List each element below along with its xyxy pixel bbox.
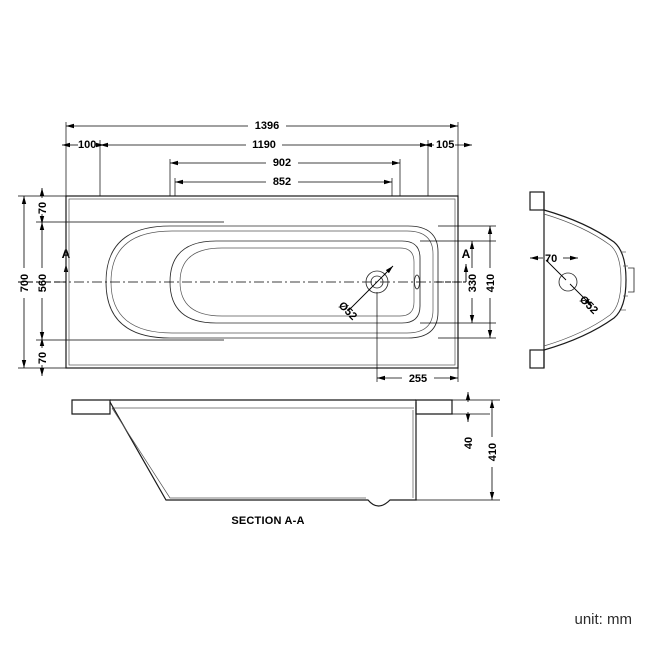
end-view-overflow-tab	[628, 267, 635, 293]
top-dimension-group: 1396 1190 100 105 902 852	[62, 118, 472, 196]
dim-label-top-rim-width: 70	[37, 202, 49, 214]
section-dim-label-40: 40	[463, 437, 475, 449]
end-view-top-flange	[529, 191, 545, 211]
section-basin-profile	[109, 401, 417, 507]
section-basin-inner-line	[111, 407, 366, 499]
section-right-flange	[415, 399, 453, 415]
dim-label-basin-base-length: 852	[273, 176, 291, 188]
dim-text-bg-902	[266, 155, 298, 169]
basin-inner-contour	[169, 240, 421, 324]
basin-outer-contour-2	[110, 230, 434, 334]
dim-text-bg-852	[266, 174, 298, 188]
dim-label-overall-length: 1396	[255, 120, 279, 132]
end-view-bottom-flange	[529, 349, 545, 369]
end-view-drain-leader-down	[569, 283, 593, 307]
dim-text-bg-1190	[246, 137, 282, 151]
dim-label-inner-width: 560	[37, 274, 49, 292]
bottom-dimension-group: 255	[377, 371, 458, 385]
section-view: 40 410 SECTION A-A	[71, 392, 500, 527]
section-marker-right: A	[462, 247, 471, 261]
end-view-dim-label-70: 70	[545, 253, 557, 265]
end-view-drain-label: Ø52	[577, 294, 600, 317]
section-left-flange	[71, 399, 111, 415]
end-view-body-profile	[543, 209, 627, 351]
dim-text-bg-330	[465, 268, 479, 298]
dim-label-overall-width: 700	[19, 274, 31, 292]
drain-leader-line	[383, 265, 394, 276]
dim-label-left-offset: 100	[78, 139, 96, 151]
dim-text-bg-700	[17, 268, 31, 298]
dim-label-bottom-rim-width: 70	[37, 352, 49, 364]
overflow-slot	[413, 274, 421, 290]
section-view-title: SECTION A-A	[231, 515, 304, 527]
drain-leader-tail	[348, 288, 371, 311]
basin-floor-contour	[179, 247, 415, 317]
left-dimension-group: 700 560 70 70 A	[17, 188, 224, 376]
dim-label-overall-height: 410	[485, 274, 497, 292]
dim-label-inner-length: 1190	[252, 139, 276, 151]
end-view-drain-leader-up	[545, 259, 567, 281]
dim-text-bg-410-section	[485, 437, 499, 467]
drain-inner-circle	[370, 275, 384, 289]
dim-text-bg-410-plan	[483, 268, 497, 298]
basin-outer-contour	[105, 225, 439, 339]
dim-label-basin-depth-width: 330	[467, 274, 479, 292]
dim-text-bg-1396	[248, 118, 286, 132]
right-dimension-group: 330 410 A	[420, 225, 497, 339]
dim-text-bg-255	[402, 371, 434, 385]
dim-label-basin-length: 902	[273, 157, 291, 169]
unit-note: unit: mm	[574, 611, 632, 628]
plan-view: Ø52	[56, 195, 470, 382]
dim-label-right-offset: 105	[436, 139, 454, 151]
drain-slash	[368, 273, 386, 291]
section-dim-label-410: 410	[487, 443, 499, 461]
dim-label-drain-offset: 255	[409, 373, 427, 385]
end-view: Ø52 70	[529, 191, 635, 369]
end-view-drain-circle	[558, 272, 578, 292]
dim-text-bg-560	[35, 268, 49, 298]
end-view-body-profile-inner	[543, 213, 622, 347]
